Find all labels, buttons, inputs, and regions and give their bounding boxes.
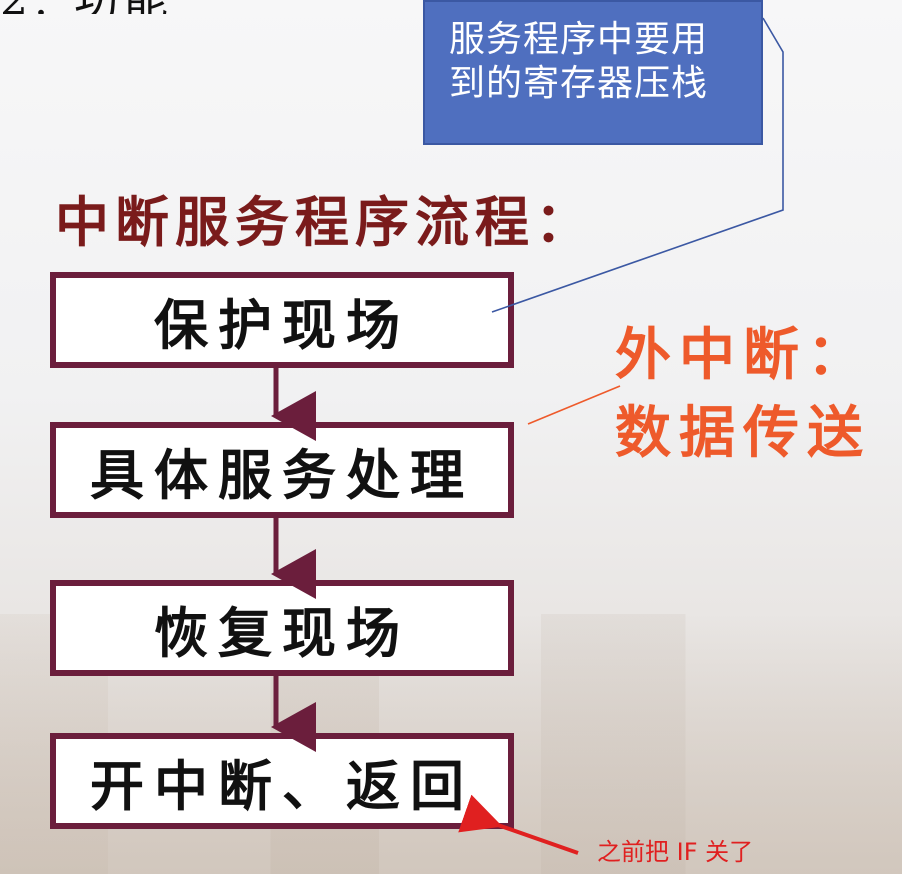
red-arrow [458,794,579,855]
flow-title: 中断服务程序流程： [55,190,595,254]
callout-line-1: 服务程序中要用 [449,19,709,60]
callout-connector [491,17,784,313]
side-note-line-2: 数据传送 [615,400,871,466]
side-note-connector [527,385,621,425]
step-box-protect-context: 保护现场 [50,272,514,368]
step-box-restore-context: 恢复现场 [50,580,514,676]
callout-box: 服务程序中要用 到的寄存器压栈 [423,0,763,145]
cut-off-heading: 2. 功能 [0,0,320,14]
red-annotation: 之前把 IF 关了 [597,838,754,866]
callout-line-2: 到的寄存器压栈 [449,63,709,104]
side-note-line-1: 外中断： [615,322,871,388]
